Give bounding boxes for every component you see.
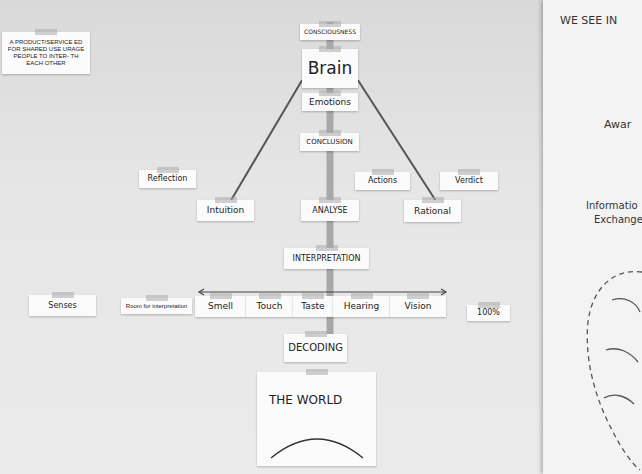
node-text: INTERPRETATION — [293, 254, 361, 263]
masking-tape — [458, 169, 480, 175]
masking-tape — [215, 197, 237, 203]
text-holder: Actions — [368, 176, 397, 185]
node-text: Taste — [301, 301, 324, 311]
text-holder: INTERPRETATION — [293, 254, 361, 263]
text-holder: CONCLUSION — [306, 138, 352, 146]
masking-tape — [35, 29, 57, 35]
masking-tape — [210, 293, 232, 299]
node-text: Room for interpretation — [126, 303, 187, 310]
label-card: Senses — [29, 295, 96, 316]
connector-line — [231, 80, 302, 200]
node-text: A PRODUCT/SERVICE ED FOR SHARED USE URAG… — [6, 39, 86, 67]
masking-tape — [319, 21, 341, 27]
text-holder: Intuition — [207, 205, 244, 215]
world-card: THE WORLD — [257, 372, 376, 466]
label-card: Reflection — [139, 170, 196, 188]
board-note: Exchange — [594, 214, 642, 225]
node-text: CONCLUSION — [306, 138, 352, 146]
text-holder: THE WORLD — [269, 394, 342, 408]
text-holder: Emotions — [309, 97, 351, 107]
text-holder: Reflection — [148, 174, 188, 183]
masking-tape — [407, 293, 429, 299]
connector-line — [358, 80, 435, 200]
board-note: Informatio — [586, 200, 638, 211]
sense-card: Taste — [293, 296, 333, 317]
masking-tape — [319, 46, 341, 52]
node-text: Senses — [48, 301, 76, 310]
label-card: 100% — [467, 305, 510, 321]
node-text: Hearing — [344, 301, 379, 311]
masking-tape — [52, 292, 74, 298]
node-text: ANALYSE — [312, 206, 347, 215]
masking-tape — [319, 90, 341, 96]
label-card: INTERPRETATION — [284, 248, 369, 269]
board-note: WE SEE IN — [560, 14, 617, 27]
node-text: Touch — [257, 301, 283, 311]
text-holder: 100% — [477, 308, 500, 317]
text-holder: Senses — [48, 301, 76, 310]
whiteboard-panel — [543, 0, 642, 474]
masking-tape — [372, 169, 394, 175]
horizon-arc — [257, 372, 376, 466]
text-holder: Brain — [308, 59, 353, 79]
masking-tape — [422, 197, 444, 203]
node-text: CONSCIOUSNESS — [304, 29, 356, 36]
sense-card: Touch — [246, 296, 293, 317]
board-note: Awar — [604, 118, 631, 131]
node-text: Brain — [308, 59, 353, 79]
masking-tape — [478, 302, 500, 308]
masking-tape — [259, 293, 281, 299]
node-text: Actions — [368, 176, 397, 185]
masking-tape — [351, 293, 373, 299]
text-holder: Verdict — [455, 176, 483, 185]
masking-tape — [302, 293, 324, 299]
masking-tape — [316, 245, 338, 251]
label-card: CONSCIOUSNESS — [300, 24, 360, 40]
sense-card: Hearing — [333, 296, 390, 317]
masking-tape — [306, 369, 328, 375]
label-card: ANALYSE — [301, 200, 359, 221]
text-holder: Touch — [257, 301, 283, 311]
text-holder: Hearing — [344, 301, 379, 311]
label-card: Actions — [355, 172, 410, 190]
sense-card: Vision — [390, 296, 446, 317]
node-text: Vision — [405, 301, 432, 311]
node-text: Verdict — [455, 176, 483, 185]
label-card: Verdict — [440, 172, 498, 190]
node-text: Reflection — [148, 174, 188, 183]
label-card: Rational — [404, 200, 461, 222]
text-holder: Rational — [414, 206, 451, 216]
text-holder: Room for interpretation — [126, 303, 187, 310]
sense-card: Smell — [195, 296, 246, 317]
label-card: DECODING — [284, 334, 347, 362]
masking-tape — [305, 331, 327, 337]
masking-tape — [319, 130, 341, 136]
masking-tape — [146, 295, 168, 301]
sticky-note: A PRODUCT/SERVICE ED FOR SHARED USE URAG… — [2, 32, 90, 74]
text-holder: Vision — [405, 301, 432, 311]
text-holder: Smell — [208, 301, 233, 311]
label-card: Brain — [302, 49, 358, 88]
text-holder: CONSCIOUSNESS — [304, 29, 356, 36]
node-text: Smell — [208, 301, 233, 311]
text-holder: Taste — [301, 301, 324, 311]
label-card: Emotions — [302, 93, 358, 111]
masking-tape — [157, 167, 179, 173]
node-text: Emotions — [309, 97, 351, 107]
text-holder: A PRODUCT/SERVICE ED FOR SHARED USE URAG… — [6, 39, 86, 67]
node-text: DECODING — [288, 342, 343, 354]
text-holder: DECODING — [288, 342, 343, 354]
label-card: Room for interpretation — [121, 298, 192, 314]
node-text: Intuition — [207, 205, 244, 215]
text-holder: ANALYSE — [312, 206, 347, 215]
node-text: 100% — [477, 308, 500, 317]
node-text: Rational — [414, 206, 451, 216]
label-card: Intuition — [197, 200, 254, 221]
label-card: CONCLUSION — [300, 133, 359, 151]
masking-tape — [319, 197, 341, 203]
node-text: THE WORLD — [269, 394, 342, 408]
head-sketch — [587, 272, 642, 470]
